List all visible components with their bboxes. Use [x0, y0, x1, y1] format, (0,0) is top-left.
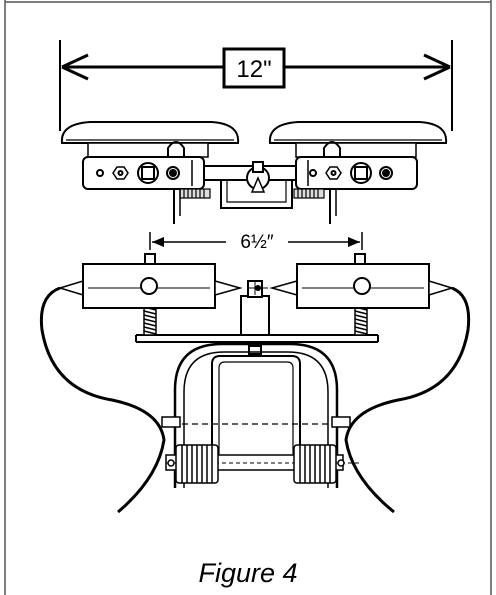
- dimension-6-half-inch: 6½″: [149, 232, 363, 253]
- frame-arch: [173, 342, 339, 488]
- left-spring: [143, 303, 157, 336]
- figure-caption: Figure 4: [198, 558, 297, 588]
- inner-frame: [211, 355, 301, 460]
- left-cable: [39, 286, 166, 514]
- center-post: [240, 295, 270, 336]
- bottom-assembly: [57, 253, 455, 488]
- left-sensor-block: [82, 263, 216, 309]
- page-frame: [4, 0, 492, 595]
- dimension-12-box: [222, 47, 286, 89]
- left-reel: [167, 444, 219, 484]
- dimension-12-inch: 12": [59, 40, 453, 131]
- cables: [39, 286, 471, 514]
- left-probe-tip: [57, 279, 84, 297]
- right-probe-tip: [428, 279, 455, 297]
- left-cap: [60, 121, 240, 144]
- right-reel: [293, 444, 345, 484]
- dimension-6-half-label: 6½″: [240, 232, 273, 253]
- top-assembly: [60, 121, 448, 224]
- dimension-12-label: 12": [236, 56, 271, 83]
- right-cable: [344, 286, 471, 514]
- right-cap: [268, 121, 448, 144]
